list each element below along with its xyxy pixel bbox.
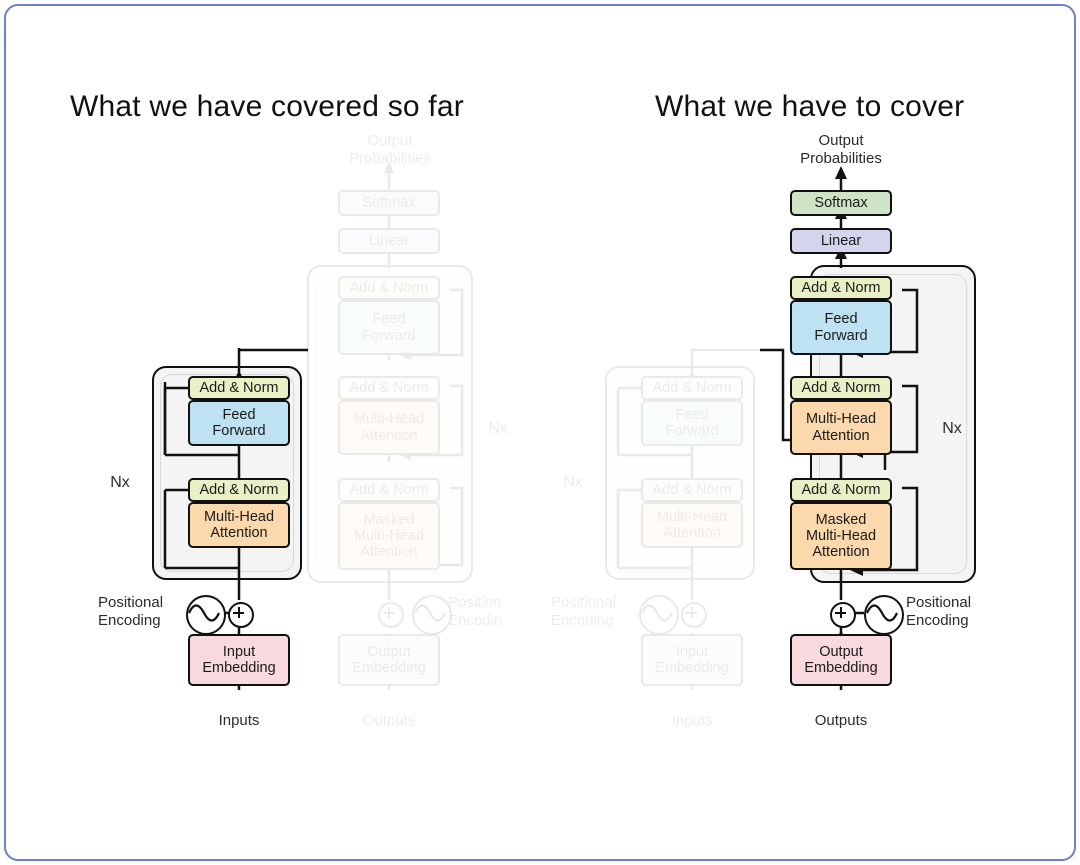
dec-masked-attention: Masked Multi-Head Attention — [790, 502, 892, 570]
ghost-enc-add-norm-2: Add & Norm — [641, 376, 743, 400]
dec-feed-forward: Feed Forward — [790, 300, 892, 355]
ghost-output-probabilities-label: Output Probabilities — [349, 132, 431, 167]
ghost-enc-add-norm-1: Add & Norm — [641, 478, 743, 502]
ghost-dec-multi-head-attention: Multi-Head Attention — [338, 400, 440, 455]
decoder-add-operator — [830, 602, 856, 628]
ghost-encoder-positional-encoding-label: Positional Encoding — [551, 594, 617, 629]
ghost-decoder-stack-inner — [316, 274, 464, 574]
inputs-label: Inputs — [218, 712, 260, 729]
encoder-sine-icon — [186, 595, 226, 635]
ghost-dec-add-norm-2: Add & Norm — [338, 376, 440, 400]
ghost-decoder-add-operator — [378, 602, 404, 628]
output-embedding-block: Output Embedding — [790, 634, 892, 686]
ghost-encoder-layer: Add & Norm Feed Forward Add & Norm Multi… — [540, 0, 1080, 865]
ghost-encoder-stack-inner — [613, 374, 747, 572]
ghost-encoder-nx-label: Nx — [563, 474, 583, 491]
ghost-decoder-nx-label: Nx — [488, 420, 508, 437]
ghost-dec-add-norm-3: Add & Norm — [338, 276, 440, 300]
softmax-block: Softmax — [790, 190, 892, 216]
right-panel-title: What we have to cover — [655, 90, 965, 123]
decoder-positional-encoding-label: Positional Encoding — [906, 594, 972, 629]
ghost-linear-block: Linear — [338, 228, 440, 254]
decoder-sine-icon — [864, 595, 904, 635]
enc-add-norm-2: Add & Norm — [188, 376, 290, 400]
input-embedding-block: Input Embedding — [188, 634, 290, 686]
decoder-nx-label: Nx — [942, 420, 962, 437]
ghost-dec-feed-forward: Feed Forward — [338, 300, 440, 355]
enc-multi-head-attention: Multi-Head Attention — [188, 502, 290, 548]
ghost-encoder-stack — [605, 366, 755, 580]
encoder-add-operator — [228, 602, 254, 628]
ghost-outputs-label: Outputs — [362, 712, 416, 729]
ghost-output-embedding-block: Output Embedding — [338, 634, 440, 686]
outputs-label: Outputs — [814, 712, 868, 729]
ghost-decoder-layer: Output Probabilities — [307, 132, 508, 729]
enc-add-norm-1: Add & Norm — [188, 478, 290, 502]
encoder-layer: Add & Norm Feed Forward Add & Norm Multi… — [98, 348, 308, 729]
right-transformer-diagram: Add & Norm Feed Forward Add & Norm Multi… — [540, 0, 1080, 865]
left-panel-title: What we have covered so far — [70, 90, 464, 123]
ghost-decoder-positional-encoding-label: Position Encodin — [448, 594, 503, 629]
linear-block: Linear — [790, 228, 892, 254]
left-transformer-diagram: Output Probabilities — [98, 132, 508, 729]
dec-multi-head-attention: Multi-Head Attention — [790, 400, 892, 455]
ghost-decoder-stack — [307, 265, 473, 583]
ghost-enc-multi-head-attention: Multi-Head Attention — [641, 502, 743, 548]
ghost-encoder-sine-icon — [639, 595, 679, 635]
ghost-softmax-block: Softmax — [338, 190, 440, 216]
dec-add-norm-3: Add & Norm — [790, 276, 892, 300]
dec-add-norm-1: Add & Norm — [790, 478, 892, 502]
ghost-encoder-add-operator — [681, 602, 707, 628]
encoder-stack-inner — [160, 374, 294, 572]
encoder-nx-label: Nx — [110, 474, 130, 491]
encoder-positional-encoding-label: Positional Encoding — [98, 594, 164, 629]
output-probabilities-label: Output Probabilities — [800, 132, 882, 167]
enc-feed-forward: Feed Forward — [188, 400, 290, 446]
ghost-enc-feed-forward: Feed Forward — [641, 400, 743, 446]
decoder-layer: Output Probabilities — [540, 0, 1080, 865]
ghost-input-embedding-block: Input Embedding — [641, 634, 743, 686]
ghost-inputs-label: Inputs — [671, 712, 713, 729]
ghost-decoder-sine-icon — [412, 595, 452, 635]
ghost-dec-add-norm-1: Add & Norm — [338, 478, 440, 502]
dec-add-norm-2: Add & Norm — [790, 376, 892, 400]
ghost-dec-masked-attention: Masked Multi-Head Attention — [338, 502, 440, 570]
